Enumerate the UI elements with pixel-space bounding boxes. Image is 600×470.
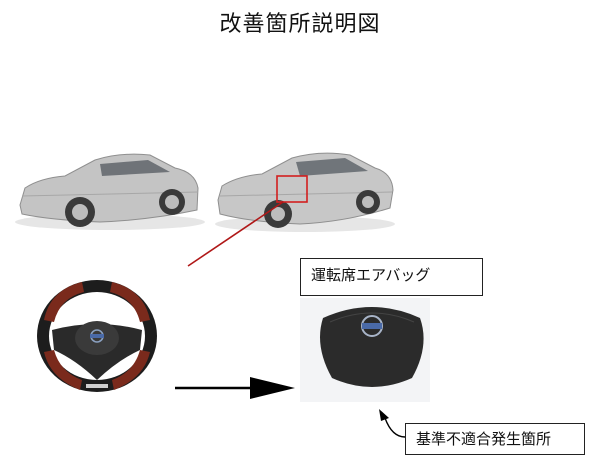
page-title: 改善箇所説明図 <box>219 12 381 37</box>
defect-location-label: 基準不適合発生箇所 <box>405 423 585 455</box>
car-image-left <box>15 153 205 230</box>
car-image-right <box>215 152 395 232</box>
highlight-box <box>276 175 308 203</box>
highlight-leader-line <box>187 201 284 267</box>
defect-pointer-arrow <box>379 409 406 438</box>
airbag-image <box>300 298 430 402</box>
steering-wheel-image <box>37 280 157 392</box>
arrow-to-airbag <box>175 377 295 399</box>
airbag-label: 運転席エアバッグ <box>300 258 483 296</box>
